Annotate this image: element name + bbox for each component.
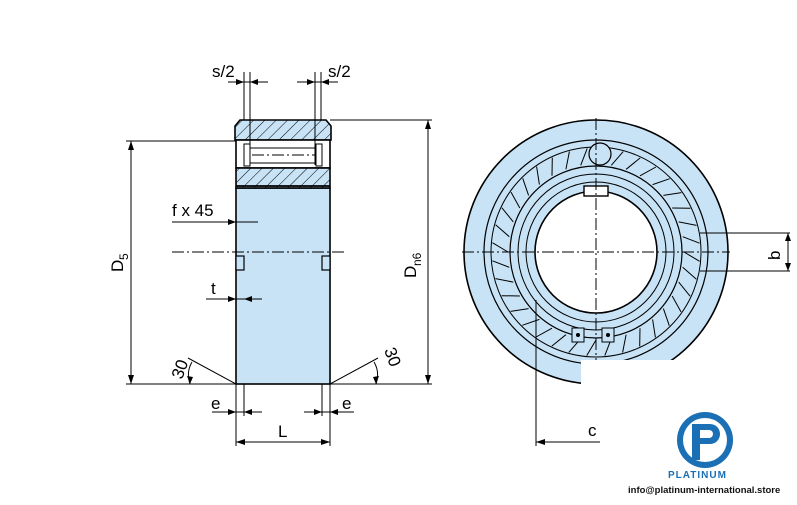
outer-ring-body xyxy=(236,188,330,384)
brand-name: PLATINUM xyxy=(668,470,727,481)
d5-label: D 5 xyxy=(108,253,131,272)
outer-ring-section xyxy=(235,120,331,140)
inner-ring-section xyxy=(236,168,330,188)
s2-left-label: s/2 xyxy=(212,62,235,81)
left-seal xyxy=(244,144,250,166)
svg-text:n6: n6 xyxy=(410,252,424,266)
angle-right-label: 30 xyxy=(380,345,404,369)
keyway-b-label: b xyxy=(765,251,784,260)
brand-email[interactable]: info@platinum-international.store xyxy=(628,485,780,496)
right-notch xyxy=(322,256,330,270)
s2-right-label: s/2 xyxy=(328,62,351,81)
svg-text:5: 5 xyxy=(117,253,131,260)
left-notch xyxy=(236,256,244,270)
length-label: L xyxy=(278,422,287,441)
svg-text:D: D xyxy=(108,260,127,272)
e-left-label: e xyxy=(211,394,220,413)
svg-text:D: D xyxy=(401,266,420,278)
svg-text:b: b xyxy=(765,251,784,260)
t-label: t xyxy=(211,279,216,298)
side-view: s/2 s/2 D 5 D n6 f x 45 t xyxy=(108,62,432,446)
svg-text:c: c xyxy=(588,421,597,440)
right-seal xyxy=(316,144,322,166)
f45-label: f x 45 xyxy=(172,201,214,220)
e-right-label: e xyxy=(342,394,351,413)
dn6-label: D n6 xyxy=(401,252,424,278)
keyway-c-label: c xyxy=(588,421,597,440)
svg-text:30: 30 xyxy=(380,345,404,369)
top-roller xyxy=(589,143,611,165)
